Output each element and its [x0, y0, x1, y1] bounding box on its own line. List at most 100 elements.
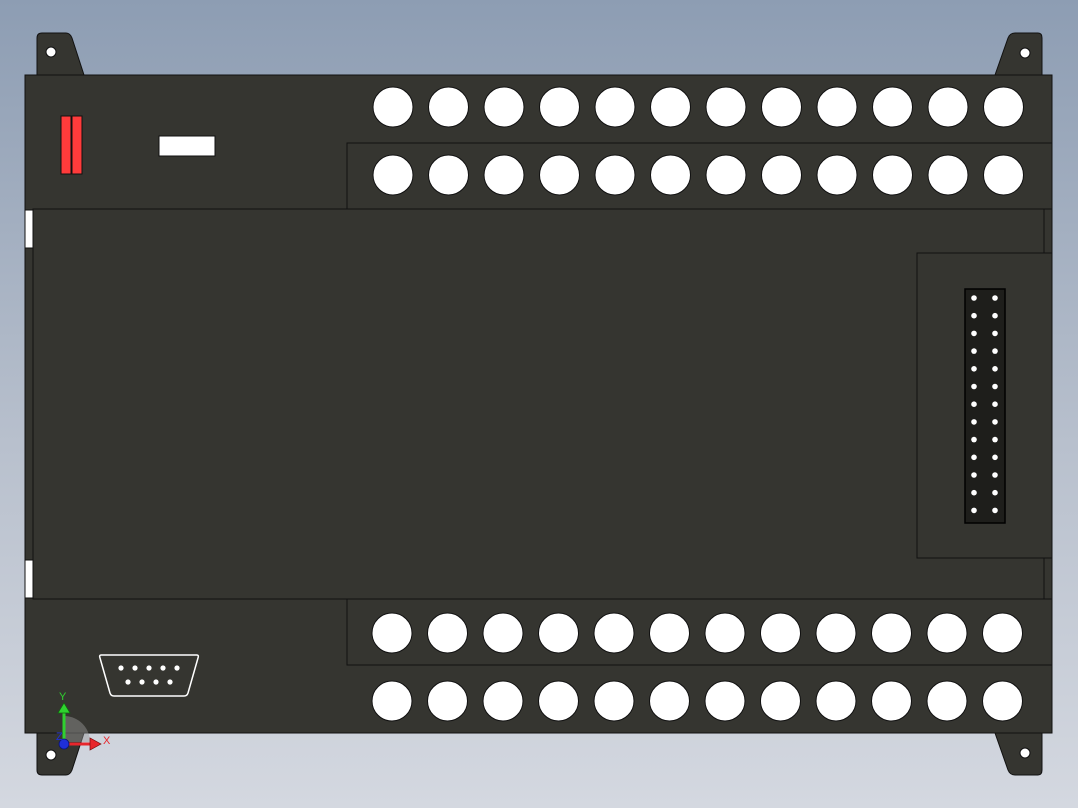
connector-pin: [971, 383, 977, 390]
screw-terminal: [983, 86, 1024, 128]
connector-pin: [992, 348, 998, 354]
screw-terminal: [538, 612, 579, 654]
screw-terminal: [926, 612, 968, 654]
connector-pin: [971, 507, 977, 514]
screw-terminal: [427, 680, 468, 722]
screw-terminal: [927, 86, 969, 128]
screw-terminal: [428, 154, 469, 196]
connector-pin: [992, 312, 998, 319]
screw-terminal: [982, 680, 1023, 722]
connector-pin: [971, 401, 977, 408]
mounting-tab-bottom-right: [994, 732, 1043, 776]
label-plate: [158, 135, 216, 157]
connector-pin: [971, 330, 977, 337]
screw-terminal: [704, 680, 746, 722]
screw-terminal: [871, 612, 912, 654]
screw-terminal: [872, 86, 913, 128]
connector-pin: [992, 366, 998, 372]
serial-pin: [167, 679, 173, 685]
screw-terminal: [705, 154, 747, 196]
connector-pin: [992, 436, 998, 443]
connector-pin: [992, 401, 998, 408]
connector-pin: [971, 454, 977, 461]
connector-pins: [971, 295, 998, 514]
connector-pin: [992, 330, 998, 337]
screw-terminal: [538, 680, 579, 722]
screw-terminal: [483, 86, 525, 128]
screw-terminal: [927, 154, 969, 196]
screw-terminal: [427, 612, 468, 654]
screw-terminal: [372, 154, 414, 196]
connector-pin: [992, 454, 998, 461]
screw-terminal: [593, 612, 635, 654]
screw-terminal: [816, 86, 858, 128]
status-led-icon: [60, 115, 72, 175]
serial-pin: [146, 665, 152, 671]
side-clip-lower: [24, 559, 34, 599]
screw-terminal: [539, 86, 580, 128]
screw-terminal: [428, 86, 469, 128]
screw-terminal: [594, 154, 636, 196]
mounting-hole-icon: [1019, 747, 1031, 759]
connector-pin: [971, 472, 977, 478]
y-axis-label: Y: [59, 691, 67, 703]
screw-terminal: [761, 154, 802, 196]
connector-pin: [992, 419, 998, 425]
screw-terminal: [593, 680, 635, 722]
screw-terminal: [816, 154, 858, 196]
screw-terminal: [760, 680, 801, 722]
mounting-tab-top-left: [36, 32, 85, 76]
screw-terminal: [871, 680, 912, 722]
screw-terminal: [815, 612, 857, 654]
screw-terminal: [650, 86, 691, 128]
screw-terminal: [982, 612, 1023, 654]
screw-terminal: [815, 680, 857, 722]
serial-pin: [118, 665, 124, 671]
screw-terminal: [594, 86, 636, 128]
connector-pin: [992, 507, 998, 514]
screw-terminal: [371, 680, 413, 722]
screw-terminal: [760, 612, 801, 654]
connector-pin: [971, 489, 977, 496]
side-clip-upper: [24, 209, 34, 249]
screw-terminal: [761, 86, 802, 128]
serial-pin: [132, 665, 138, 671]
serial-pin: [160, 665, 166, 671]
screw-terminal: [650, 154, 691, 196]
front-cover: [32, 208, 1045, 600]
expansion-connector: [964, 288, 1006, 524]
screw-terminal: [372, 86, 414, 128]
serial-port-pins: [118, 665, 180, 685]
status-led-icon: [71, 115, 83, 175]
mounting-hole-icon: [45, 749, 57, 761]
x-axis-label: X: [103, 735, 111, 747]
screw-terminal: [926, 680, 968, 722]
connector-pin: [971, 419, 977, 425]
mounting-tab-top-right: [994, 32, 1043, 76]
connector-pin: [992, 489, 998, 496]
screw-terminal: [649, 680, 690, 722]
serial-pin: [153, 679, 159, 685]
connector-pin: [992, 472, 998, 478]
connector-pin: [992, 383, 998, 390]
screw-terminal: [539, 154, 580, 196]
screw-terminals: [371, 86, 1024, 722]
serial-pin: [125, 679, 131, 685]
screw-terminal: [704, 612, 746, 654]
connector-pin: [992, 295, 998, 301]
mounting-hole-icon: [1019, 47, 1031, 59]
serial-pin: [174, 665, 180, 671]
z-axis-label: Z: [56, 731, 63, 743]
coordinate-triad-icon: Y X Z: [56, 691, 111, 751]
connector-pin: [971, 312, 977, 319]
connector-pin: [971, 436, 977, 443]
connector-pin: [971, 366, 977, 372]
screw-terminal: [705, 86, 747, 128]
connector-pin: [971, 348, 977, 354]
screw-terminal: [482, 680, 524, 722]
screw-terminal: [482, 612, 524, 654]
screw-terminal: [872, 154, 913, 196]
screw-terminal: [483, 154, 525, 196]
serial-port: [98, 654, 200, 697]
